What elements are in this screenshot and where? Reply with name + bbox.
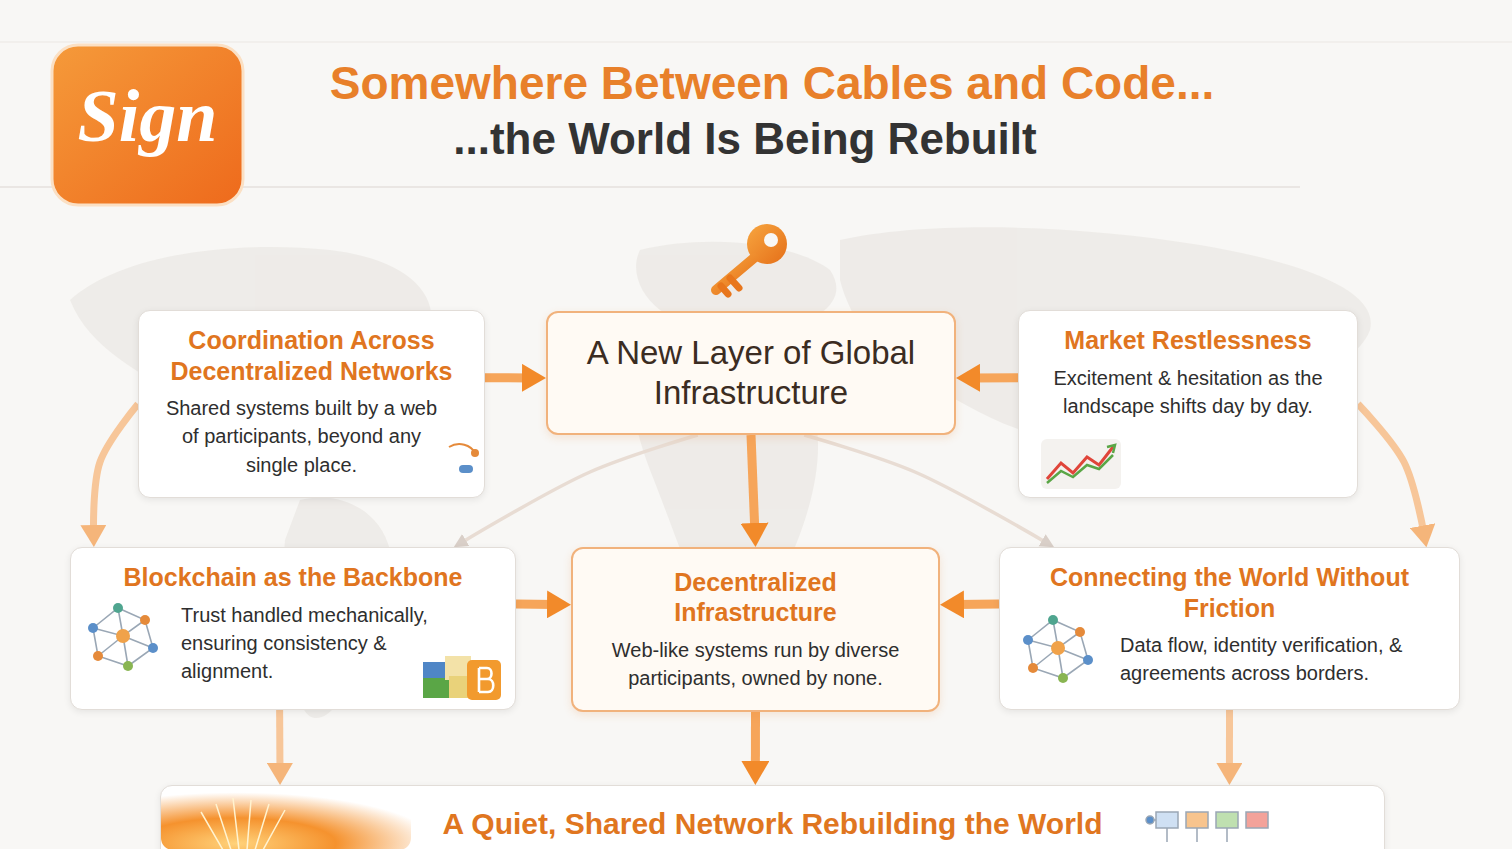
grid-cell [1246, 812, 1268, 828]
dot [93, 651, 103, 661]
chart-card [1041, 439, 1121, 489]
network-icon [1028, 620, 1088, 678]
connector-arrow [485, 373, 530, 382]
dot [471, 449, 479, 457]
top-rule [0, 42, 1512, 43]
box-heading: Market Restlessness [1037, 325, 1339, 356]
box-heading: Connecting the World Without Friction [1018, 562, 1441, 623]
connector-arrow [1358, 404, 1424, 534]
grid-cell [1216, 812, 1238, 828]
block-cubes [423, 656, 501, 700]
network-dots [1023, 615, 1093, 683]
chart-icon [1041, 439, 1121, 489]
dot [123, 661, 133, 671]
fiber-glow [161, 786, 411, 849]
chart-arrow [1107, 445, 1115, 453]
box-icon [445, 439, 481, 479]
box-body: Trust handled mechanically, ensuring con… [89, 601, 497, 686]
box-label: A New Layer of Global Infrastructure [566, 333, 936, 414]
strand [201, 798, 285, 849]
core-box: Decentralized InfrastructureWeb-like sys… [571, 547, 940, 712]
core-box: A New Layer of Global Infrastructure [546, 311, 956, 435]
grid-links [1146, 820, 1227, 842]
fiber-strands [201, 798, 285, 849]
box-icon [1146, 808, 1286, 849]
network-dots [88, 603, 158, 671]
dot [1023, 635, 1033, 645]
dot [1083, 655, 1093, 665]
summary-band: A Quiet, Shared Network Rebuilding the W… [160, 785, 1385, 849]
dot [113, 603, 123, 613]
dot [88, 623, 98, 633]
box-body: Web-like systems run by diverse particip… [591, 636, 920, 693]
connector-arrow [1226, 710, 1233, 771]
box-icon [83, 598, 163, 678]
network-links [93, 608, 153, 666]
network-links [1028, 620, 1088, 678]
box-heading: Decentralized Infrastructure [591, 567, 920, 628]
box-icon [161, 786, 411, 849]
cube [423, 678, 449, 698]
topic-box: Connecting the World Without FrictionDat… [999, 547, 1460, 710]
logo-tile [52, 45, 243, 205]
topic-box: Coordination Across Decentralized Networ… [138, 310, 485, 498]
dot [1051, 641, 1065, 655]
dot [148, 643, 158, 653]
connector-arrow [972, 373, 1018, 382]
connector-arrow [956, 600, 999, 610]
network-icon [93, 608, 153, 666]
connector-arrow [751, 712, 760, 769]
link-arc [449, 444, 475, 453]
grid-cell [1156, 812, 1178, 828]
grid-icon [1146, 812, 1268, 842]
topic-box: Blockchain as the BackboneTrust handled … [70, 547, 516, 710]
link-icon [449, 444, 479, 473]
box-body: Data flow, identity verification, & agre… [1018, 631, 1441, 688]
title: Somewhere Between Cables and Code... [250, 56, 1294, 110]
box-icon [1018, 610, 1098, 690]
box-label: A Quiet, Shared Network Rebuilding the W… [179, 800, 1366, 842]
box-body: Excitement & hesitation as the landscape… [1037, 364, 1339, 421]
dot [1146, 816, 1154, 824]
connector-arrow [751, 435, 755, 531]
key-teeth [721, 278, 739, 294]
coin-symbol [479, 668, 493, 692]
dot [1075, 627, 1085, 637]
key-icon [716, 224, 787, 294]
box-heading: Coordination Across Decentralized Networ… [157, 325, 466, 386]
grid-cell [1186, 812, 1208, 828]
dot [1048, 615, 1058, 625]
logo-text: Sign [52, 76, 243, 157]
connector-arrow [804, 435, 1047, 543]
box-heading: Blockchain as the Backbone [89, 562, 497, 593]
connector-arrow [94, 404, 138, 533]
dot [1058, 673, 1068, 683]
dot [1028, 663, 1038, 673]
dot [116, 629, 130, 643]
link-pill [459, 465, 473, 473]
connector-arrow [461, 435, 698, 543]
connector-arrow [516, 600, 555, 609]
coin-block [467, 660, 501, 700]
box-icon [423, 652, 503, 704]
connector-arrow [276, 710, 283, 771]
box-icon [1041, 439, 1121, 489]
topic-box: Market RestlessnessExcitement & hesitati… [1018, 310, 1358, 498]
key-hole [764, 233, 778, 247]
dot [140, 615, 150, 625]
subtitle: ...the World Is Being Rebuilt [320, 114, 1170, 164]
chart-line [1047, 455, 1113, 483]
box-body: Shared systems built by a web of partici… [157, 394, 466, 479]
